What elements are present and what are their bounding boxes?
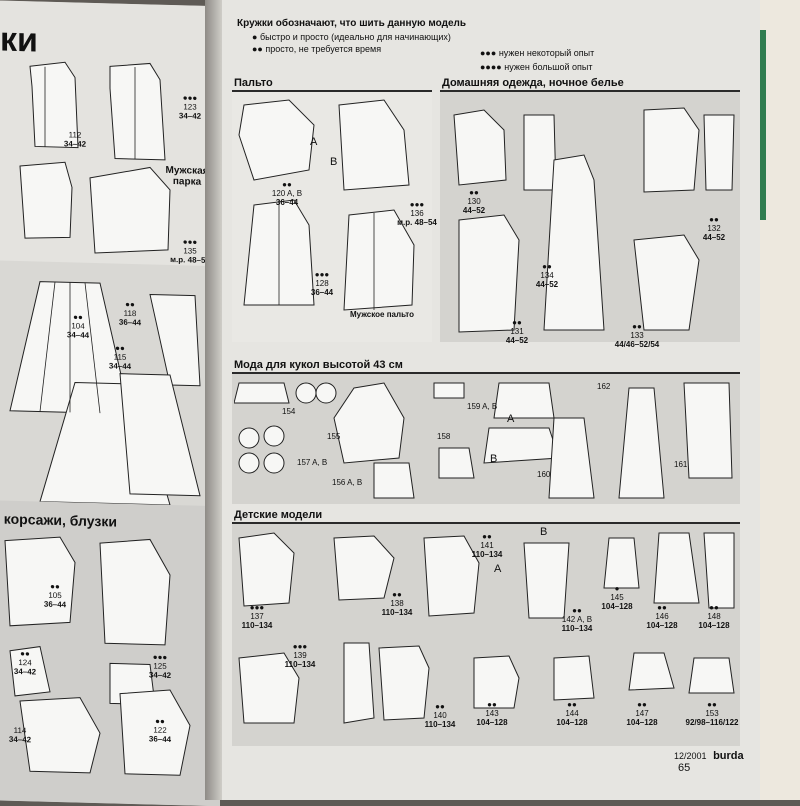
coat-drawings — [238, 99, 415, 311]
kids-letter-b: B — [540, 526, 548, 538]
kids-letter-a: A — [494, 563, 502, 575]
coat-letter-b: B — [330, 156, 338, 168]
left-garments-top — [19, 61, 171, 254]
doll-model-155: 155 — [327, 432, 341, 441]
left-garments-skirts — [9, 281, 201, 506]
doll-model-157: 157 A, B — [297, 458, 328, 467]
kids-title: Детские модели — [234, 509, 323, 521]
left-heading-2: , корсажи, блузки — [0, 510, 117, 530]
coat-caption: Мужское пальто — [350, 310, 414, 319]
doll-model-154: 154 — [282, 407, 296, 416]
doll-model-161: 161 — [674, 460, 688, 469]
book-gutter — [205, 0, 227, 800]
legend-item-4: ●●●● нужен большой опыт — [480, 62, 593, 72]
right-page: Кружки обозначают, что шить данную модел… — [222, 0, 760, 800]
doll-drawings — [234, 382, 733, 499]
parka-label: Мужская парка — [165, 164, 209, 188]
legend-item-3: ●●● нужен некоторый опыт — [480, 48, 595, 58]
home-title: Домашняя одежда, ночное белье — [442, 77, 624, 89]
kids-section — [232, 522, 740, 746]
doll-letter-a: A — [507, 413, 515, 425]
doll-model-158: 158 — [437, 432, 451, 441]
brand-logo: burda — [713, 750, 744, 762]
coat-title: Пальто — [234, 77, 273, 89]
footer: 12/2001 burda 65 — [674, 750, 760, 774]
coat-letter-a: A — [310, 136, 318, 148]
legend-item-1: ● быстро и просто (идеально для начинающ… — [252, 32, 451, 42]
doll-letter-b: B — [490, 453, 498, 465]
doll-model-160: 160 — [537, 470, 551, 479]
doll-model-156: 156 A, B — [332, 478, 363, 487]
home-drawings — [453, 107, 735, 333]
dolls-title: Мода для кукол высотой 43 см — [234, 359, 403, 371]
left-garments-blouses — [4, 536, 191, 776]
page-number: 65 — [678, 762, 691, 774]
kids-drawings — [238, 532, 735, 724]
legend-item-2: ●● просто, не требуется время — [252, 44, 382, 54]
legend-heading: Кружки обозначают, что шить данную модел… — [237, 18, 467, 29]
doll-model-162: 162 — [597, 382, 611, 391]
doll-model-159: 159 A, B — [467, 402, 498, 411]
issue-date: 12/2001 — [674, 751, 707, 761]
